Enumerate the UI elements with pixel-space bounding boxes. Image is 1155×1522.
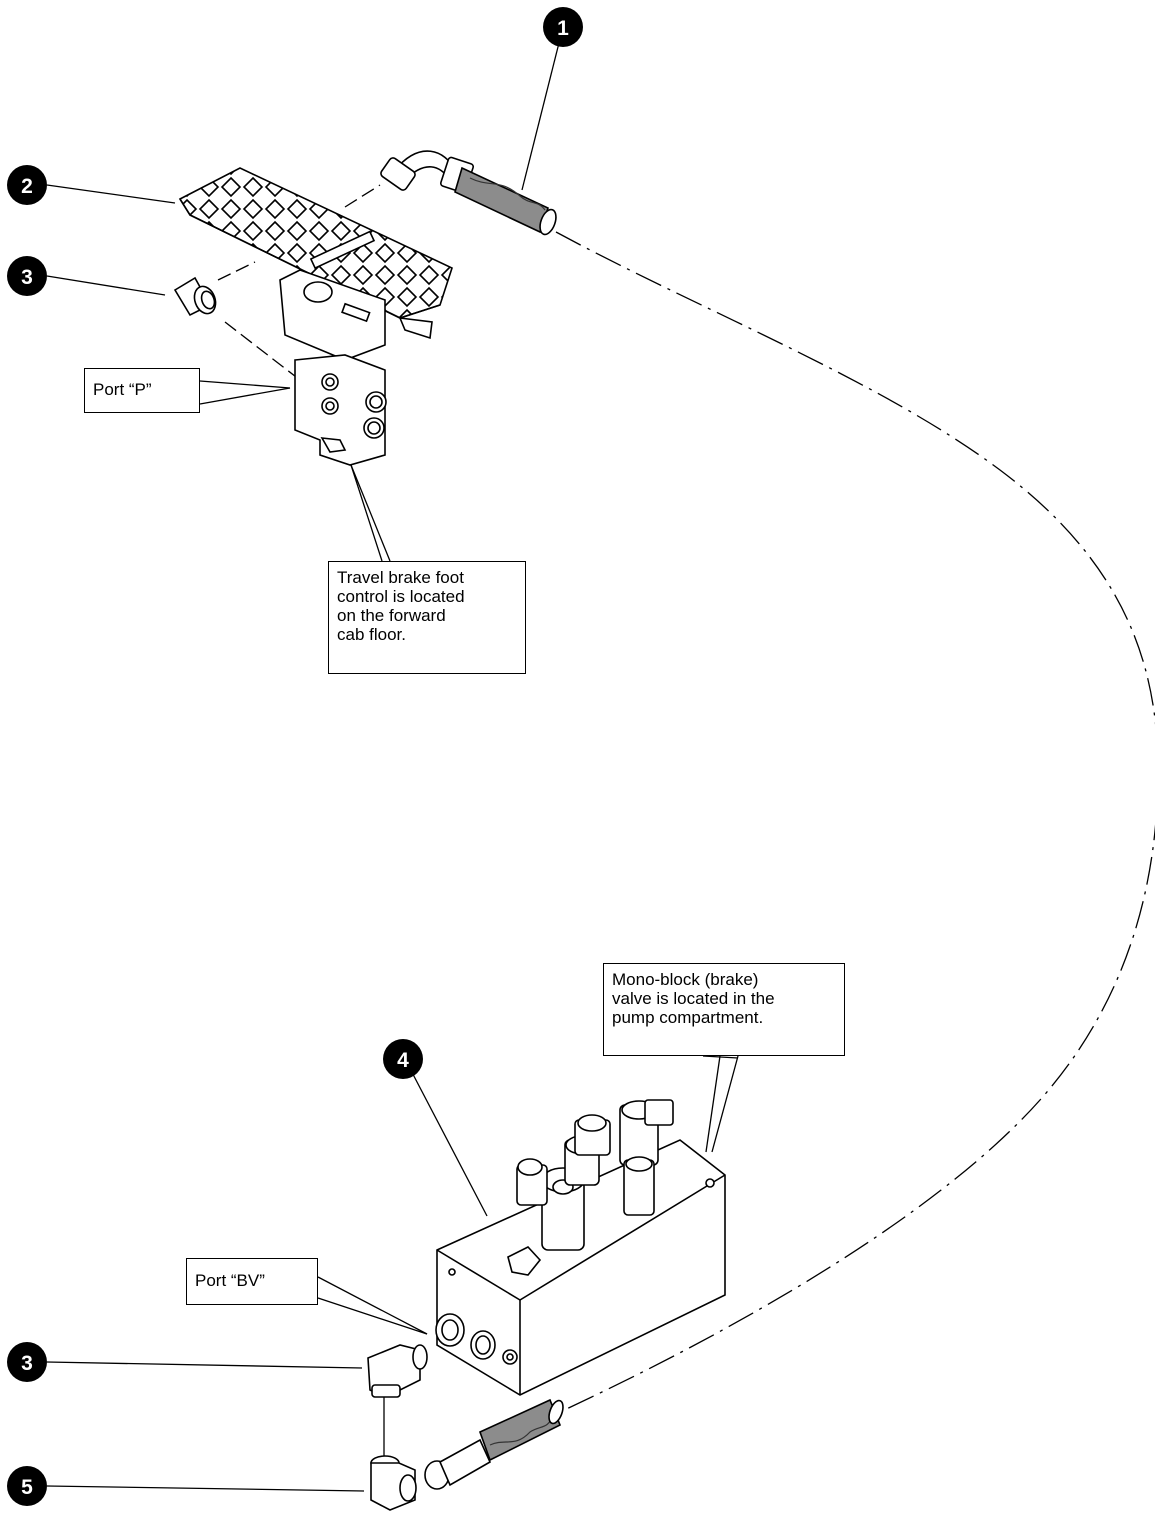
port-p-text: Port “P” — [93, 380, 152, 399]
callout-badge-1: 1 — [543, 7, 583, 47]
foot-control-note: Travel brake foot control is located on … — [328, 561, 526, 674]
foot-control-note-line: Travel brake foot — [337, 568, 464, 587]
brake-foot-pedal — [178, 167, 453, 361]
hose-route-line — [555, 231, 1155, 1413]
foot-control-valve-body — [294, 354, 387, 466]
svg-text:1: 1 — [557, 17, 569, 40]
port-bv-label: Port “BV” — [186, 1258, 318, 1305]
svg-text:4: 4 — [397, 1049, 409, 1072]
monoblock-note-line: valve is located in the — [612, 989, 775, 1008]
elbow-fitting-bottom — [367, 1344, 428, 1398]
callout-badge-3-top: 3 — [7, 256, 47, 296]
hose-assembly-top — [380, 150, 557, 236]
hose-assembly-bottom — [424, 1398, 564, 1490]
svg-text:5: 5 — [21, 1476, 33, 1499]
port-bv-text: Port “BV” — [195, 1271, 265, 1290]
foot-control-note-line: on the forward — [337, 606, 446, 625]
foot-control-note-line: control is located — [337, 587, 465, 606]
port-p-label: Port “P” — [84, 368, 200, 413]
svg-text:2: 2 — [21, 175, 33, 198]
monoblock-note-line: Mono-block (brake) — [612, 970, 759, 989]
monoblock-note: Mono-block (brake) valve is located in t… — [603, 963, 845, 1056]
callout-badge-2: 2 — [7, 165, 47, 205]
monoblock-note-line: pump compartment. — [612, 1008, 764, 1027]
callout-badge-4: 4 — [383, 1039, 423, 1079]
callout-badge-5: 5 — [7, 1466, 47, 1506]
fitting-top — [173, 276, 217, 317]
mono-block-valve — [435, 1099, 726, 1396]
svg-text:3: 3 — [21, 1352, 33, 1375]
callout-badge-3-bottom: 3 — [7, 1342, 47, 1382]
svg-text:3: 3 — [21, 266, 33, 289]
swivel-fitting-bottom — [370, 1455, 417, 1511]
foot-control-note-line: cab floor. — [337, 625, 406, 644]
